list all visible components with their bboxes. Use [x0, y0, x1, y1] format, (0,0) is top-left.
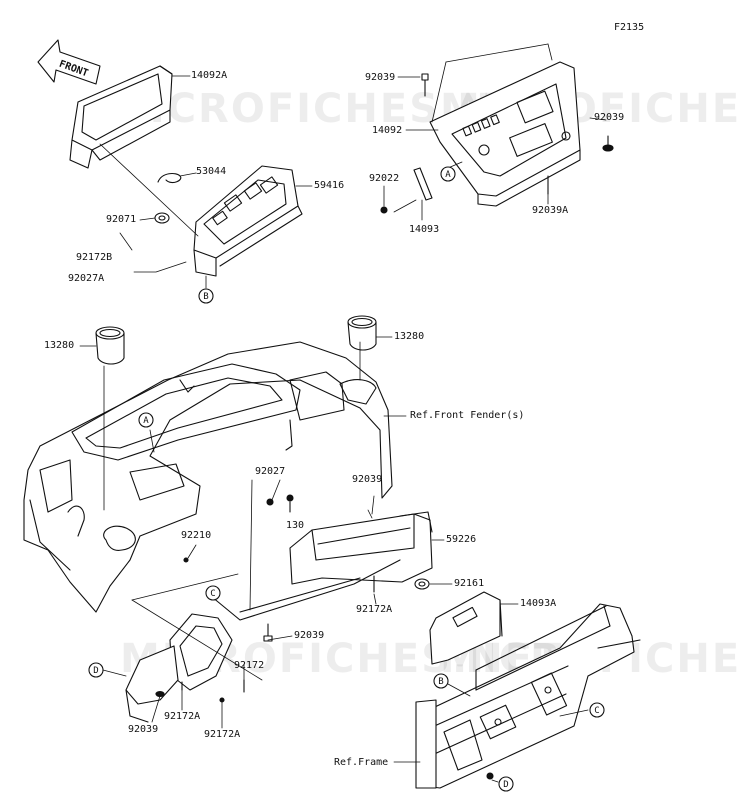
part-label-14092: 14092	[372, 125, 403, 136]
part-label-14093A: 14093A	[520, 598, 557, 609]
strip-14093	[413, 167, 433, 221]
meter-assembly-59416	[193, 165, 303, 277]
fastener-92027	[266, 498, 274, 506]
ref-frame: Ref.Frame	[334, 757, 389, 768]
callout-C-console-text: C	[210, 589, 215, 599]
figure-code: F2135	[614, 22, 645, 33]
console-bracket	[125, 479, 401, 723]
part-label-92172: 92172	[234, 660, 265, 671]
part-label-92210: 92210	[181, 530, 212, 541]
front-arrow-icon: FRONT	[37, 39, 101, 85]
part-label-92022: 92022	[369, 173, 400, 184]
callout-B-top	[198, 288, 214, 304]
screw-92039-low	[263, 623, 273, 642]
callout-C-frame	[589, 702, 605, 718]
part-label-92071: 92071	[106, 214, 137, 225]
ref-front-fender: Ref.Front Fender(s)	[410, 410, 525, 421]
bezel-frame-14092A	[69, 65, 173, 169]
part-label-14092A: 14092A	[191, 70, 228, 81]
part-label-92161: 92161	[454, 578, 485, 589]
screw-92172A-b	[219, 697, 225, 703]
callout-D-frame-text: D	[503, 780, 508, 790]
part-label-92039-mid: 92039	[352, 474, 383, 485]
callout-B-frame-text: B	[438, 677, 443, 687]
callout-C-frame-text: C	[594, 706, 599, 716]
part-label-92039-right: 92039	[594, 112, 625, 123]
callout-D-frame	[498, 776, 514, 792]
part-label-92172A-b: 92172A	[204, 729, 241, 740]
part-label-92039-low: 92039	[294, 630, 325, 641]
part-label-53044: 53044	[196, 166, 227, 177]
part-label-59226: 59226	[446, 534, 477, 545]
callout-D-console-text: D	[93, 666, 98, 676]
nut-92022	[380, 206, 388, 214]
screw-92039-top	[421, 73, 429, 97]
part-label-14093: 14093	[409, 224, 440, 235]
part-label-92172A-mid: 92172A	[356, 604, 393, 615]
fastener-130	[286, 494, 294, 513]
panel-14093A	[429, 591, 503, 665]
part-label-92172B: 92172B	[76, 252, 113, 263]
part-label-92039-bottom: 92039	[128, 724, 159, 735]
part-label-92172A-a: 92172A	[164, 711, 201, 722]
part-label-13280-left: 13280	[44, 340, 75, 351]
grommet-92161	[414, 578, 430, 590]
callout-circles	[88, 166, 605, 792]
screw-92210	[183, 557, 189, 563]
part-label-92039A: 92039A	[532, 205, 569, 216]
screw-92039-right	[602, 135, 614, 152]
dashboard-shell	[23, 341, 393, 613]
part-label-13280-right: 13280	[394, 331, 425, 342]
callout-A-dash	[138, 412, 154, 428]
clip-spring-53044	[157, 172, 182, 184]
callout-B-frame	[433, 673, 449, 689]
part-label-59416: 59416	[314, 180, 345, 191]
grommet-92071	[154, 212, 170, 224]
part-label-130: 130	[286, 520, 305, 531]
callout-A-top-text: A	[445, 170, 451, 180]
part-label-92027A: 92027A	[68, 273, 105, 284]
callout-C-console	[205, 585, 221, 601]
callout-A-dash-text: A	[143, 416, 149, 426]
part-label-92027: 92027	[255, 466, 286, 477]
console-59226	[289, 509, 433, 585]
cup-holder-13280-right	[347, 315, 377, 351]
frame	[415, 603, 641, 789]
part-label-92039-top: 92039	[365, 72, 396, 83]
callout-B-top-text: B	[203, 292, 208, 302]
cup-holder-13280-left	[95, 326, 125, 365]
callout-A-top	[440, 166, 456, 182]
dash-panel-14092	[429, 43, 581, 207]
